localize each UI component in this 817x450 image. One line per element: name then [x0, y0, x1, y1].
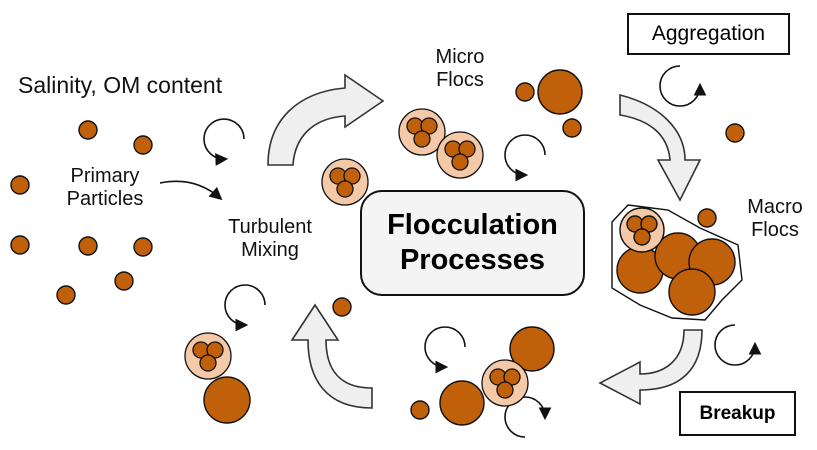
- primary-particles-line2: Particles: [66, 188, 144, 210]
- turbulent-mixing-label: Turbulent Mixing: [215, 216, 325, 262]
- primary-particle: [78, 236, 98, 256]
- turbulent-mixing-line1: Turbulent: [228, 216, 312, 238]
- big-arrow-to-micro: [267, 73, 385, 166]
- primary-particle: [133, 135, 153, 155]
- macro-floc: [611, 204, 743, 321]
- macro-flocs-label: Macro Flocs: [735, 196, 815, 242]
- rotation-arrow-left-bottom: [224, 284, 266, 332]
- primary-particle: [697, 208, 717, 228]
- big-arrow-to-turbulent: [290, 303, 373, 409]
- primary-particle: [78, 120, 98, 140]
- primary-particle: [562, 118, 582, 138]
- primary-particle: [515, 82, 535, 102]
- primary-particle: [114, 271, 134, 291]
- macro-flocs-line1: Macro: [747, 196, 803, 218]
- micro-flocs-line1: Micro: [435, 46, 485, 68]
- primary-particle: [133, 237, 153, 257]
- center-title-line1: Flocculation: [387, 209, 558, 242]
- primary-particles-label: Primary Particles: [50, 165, 160, 211]
- primary-particle: [56, 285, 76, 305]
- primary-particle: [725, 123, 745, 143]
- center-title-line2: Processes: [399, 244, 546, 276]
- large-particle: [439, 380, 485, 426]
- big-arrow-to-macro: [619, 93, 702, 202]
- rotation-arrow-salinity: [203, 118, 245, 166]
- micro-floc: [321, 158, 369, 206]
- large-particle: [537, 69, 583, 115]
- flocculation-processes-box: Flocculation Processes: [360, 190, 585, 296]
- primary-particle: [410, 400, 430, 420]
- micro-flocs-label: Micro Flocs: [420, 46, 500, 92]
- macro-flocs-line2: Flocs: [751, 219, 799, 241]
- aggregation-box: Aggregation: [627, 13, 790, 55]
- micro-floc: [398, 108, 446, 156]
- big-arrow-to-breakup: [598, 329, 703, 406]
- primary-particle: [332, 297, 352, 317]
- rotation-arrow-micro: [504, 134, 546, 182]
- rotation-arrow-breakup-left: [424, 326, 466, 374]
- rotation-arrow-aggregation: [659, 65, 707, 107]
- primary-particle: [10, 235, 30, 255]
- large-particle: [509, 326, 555, 372]
- primary-particles-line1: Primary: [70, 165, 140, 187]
- micro-floc: [184, 332, 232, 380]
- micro-floc: [436, 131, 484, 179]
- rotation-arrow-macro: [714, 324, 762, 366]
- primary-particle: [10, 175, 30, 195]
- turbulent-mixing-line2: Mixing: [241, 239, 299, 261]
- large-particle: [203, 376, 251, 424]
- micro-flocs-line2: Flocs: [436, 69, 484, 91]
- primary-to-turbulent-arrow: [159, 180, 223, 201]
- micro-floc: [481, 359, 529, 407]
- salinity-label: Salinity, OM content: [18, 72, 223, 98]
- breakup-box: Breakup: [679, 391, 796, 436]
